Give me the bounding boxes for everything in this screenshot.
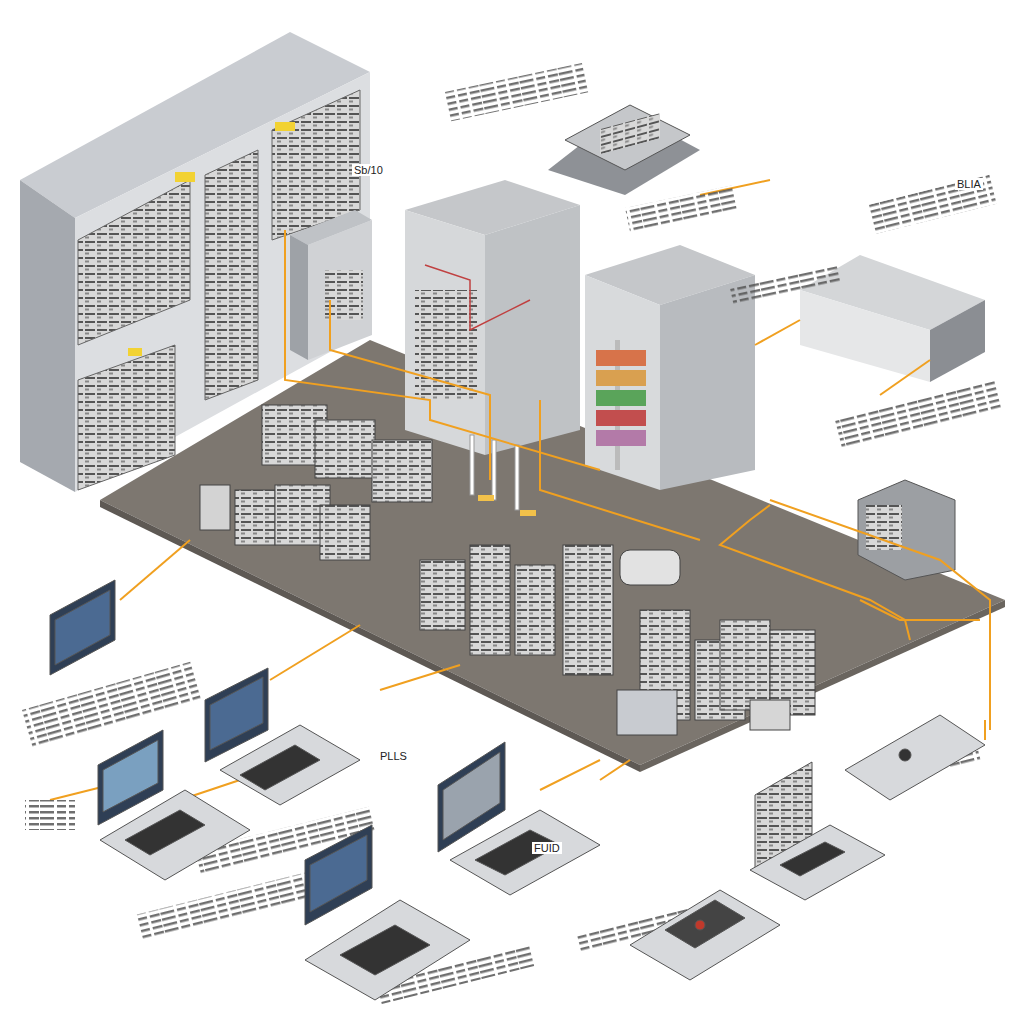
- callout-label: BLIA: [955, 178, 983, 190]
- callout-label: Sb/10: [352, 164, 385, 176]
- callout-label: FUID: [532, 842, 562, 854]
- callout-label: PLLS: [378, 750, 409, 762]
